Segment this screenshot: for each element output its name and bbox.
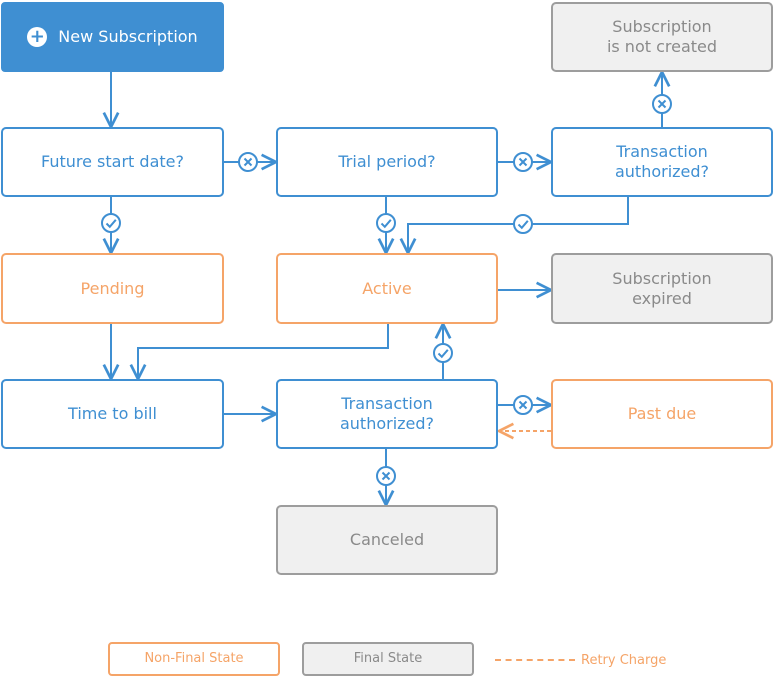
canceled-label: Canceled (349, 530, 425, 549)
subscription-expired-node: Subscription expired (551, 253, 773, 324)
future-start-date-node: Future start date? (1, 127, 224, 197)
subscription-not-created-label: Subscription is not created (606, 17, 718, 56)
active-label: Active (362, 278, 412, 298)
dashed-line-icon (495, 659, 575, 661)
new-subscription-label: New Subscription (58, 27, 198, 46)
past-due-label: Past due (627, 404, 697, 423)
legend-non-final-state: Non-Final State (108, 642, 280, 676)
pending-node: Pending (1, 253, 224, 324)
trial-period-label: Trial period? (338, 152, 436, 171)
legend-final-label: Final State (353, 651, 423, 666)
x-circle-icon (513, 395, 533, 415)
active-node: Active (276, 253, 498, 324)
transaction-authorized-mid-node: Transaction authorized? (276, 379, 498, 449)
x-circle-icon (652, 94, 672, 114)
legend-retry-charge: Retry Charge (495, 650, 675, 670)
x-circle-icon (513, 152, 533, 172)
time-to-bill-node: Time to bill (1, 379, 224, 449)
legend-retry-label: Retry Charge (581, 652, 667, 668)
check-circle-icon (433, 343, 453, 363)
subscription-not-created-node: Subscription is not created (551, 2, 773, 72)
transaction-authorized-top-node: Transaction authorized? (551, 127, 773, 197)
check-circle-icon (376, 213, 396, 233)
plus-circle-icon: + (27, 27, 48, 47)
check-circle-icon (101, 213, 121, 233)
time-to-bill-label: Time to bill (68, 404, 157, 423)
x-circle-icon (238, 152, 258, 172)
future-start-date-label: Future start date? (41, 152, 184, 171)
trial-period-node: Trial period? (276, 127, 498, 197)
x-circle-icon (376, 466, 396, 486)
legend-non-final-label: Non-Final State (144, 651, 244, 666)
transaction-authorized-mid-label: Transaction authorized? (339, 394, 435, 433)
legend-final-state: Final State (302, 642, 474, 676)
transaction-authorized-top-label: Transaction authorized? (614, 142, 710, 181)
subscription-expired-label: Subscription expired (612, 268, 712, 308)
past-due-node: Past due (551, 379, 773, 449)
pending-label: Pending (80, 278, 145, 298)
edge-active-to-bill (138, 324, 389, 379)
check-circle-icon (513, 214, 533, 234)
canceled-node: Canceled (276, 505, 498, 575)
new-subscription-button[interactable]: + New Subscription (1, 2, 224, 72)
